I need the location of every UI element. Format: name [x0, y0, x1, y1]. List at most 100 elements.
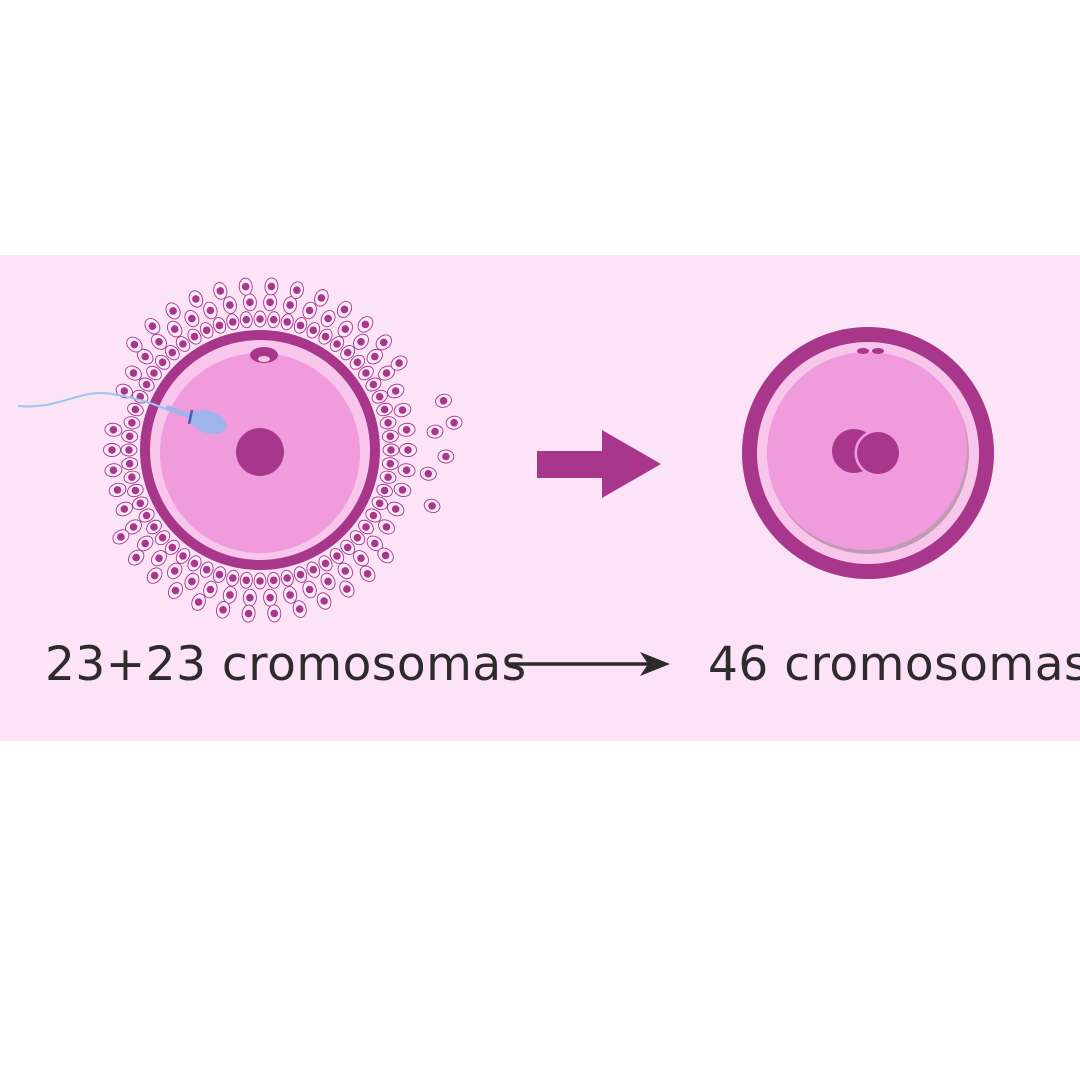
follicle-cell-nucleus — [398, 486, 407, 494]
follicle-cell-nucleus — [120, 505, 129, 513]
follicle-cell-nucleus — [120, 387, 129, 395]
follicle-cell-nucleus — [256, 315, 264, 323]
follicle-cell-nucleus — [341, 325, 350, 333]
follicle-cell-nucleus — [215, 321, 224, 330]
follicle-cell-nucleus — [171, 586, 180, 595]
follicle-cell-nucleus — [320, 597, 328, 605]
follicle-cell-nucleus — [424, 469, 433, 478]
follicle-cell-nucleus — [170, 325, 179, 333]
follicle-cell-nucleus — [369, 511, 378, 520]
follicle-cell-nucleus — [117, 533, 125, 541]
follicle-cell-nucleus — [155, 338, 163, 346]
follicle-cell-nucleus — [431, 427, 439, 436]
follicle-cell-nucleus — [188, 577, 196, 586]
zygote — [742, 327, 994, 579]
follicle-cell-nucleus — [267, 282, 276, 291]
follicle-cell-nucleus — [428, 502, 436, 510]
follicle-cell-nucleus — [382, 523, 391, 531]
follicle-cell-nucleus — [150, 571, 159, 580]
follicle-cell-nucleus — [215, 570, 224, 579]
follicle-cell-nucleus — [362, 523, 370, 531]
follicle-cell-nucleus — [309, 565, 318, 574]
follicle-cell-nucleus — [270, 609, 279, 618]
follicle-cell-nucleus — [269, 576, 278, 585]
follicle-cell-nucleus — [188, 314, 196, 323]
sperm-head — [189, 410, 227, 434]
follicle-cell-nucleus — [141, 352, 149, 361]
follicle-cell-nucleus — [242, 315, 251, 324]
oocyte — [103, 277, 463, 623]
follicle-cell-nucleus — [286, 301, 294, 309]
follicle-cell-nucleus — [386, 459, 395, 468]
follicle-cell-nucleus — [136, 499, 145, 508]
follicle-cell-nucleus — [387, 446, 395, 454]
follicle-cell-nucleus — [343, 543, 352, 552]
follicle-cell-nucleus — [266, 298, 274, 307]
follicle-cell-nucleus — [382, 369, 391, 377]
follicle-cell-nucleus — [216, 287, 225, 295]
follicle-cell-nucleus — [130, 340, 139, 349]
polar-body-1 — [857, 348, 869, 354]
follicle-cell-nucleus — [375, 499, 384, 508]
follicle-cell-nucleus — [295, 605, 304, 613]
follicle-cell-nucleus — [244, 609, 253, 618]
follicle-cell-nucleus — [380, 486, 389, 495]
follicle-cell-nucleus — [246, 593, 254, 602]
follicle-cell-nucleus — [113, 486, 122, 494]
follicle-cell-nucleus — [168, 543, 177, 552]
follicle-cell-nucleus — [170, 567, 179, 575]
follicle-cell-nucleus — [190, 332, 199, 341]
follicle-cell-nucleus — [341, 567, 350, 575]
follicle-cell-nucleus — [246, 298, 254, 307]
follicle-cell-nucleus — [391, 505, 400, 513]
follicle-cell-nucleus — [241, 282, 250, 291]
follicle-cell-nucleus — [128, 419, 136, 427]
follicle-cell-nucleus — [324, 314, 332, 323]
follicle-cell-nucleus — [361, 320, 370, 329]
follicle-cell-nucleus — [362, 369, 370, 377]
follicle-cell-nucleus — [192, 295, 200, 303]
follicle-cell-nucleus — [371, 352, 379, 361]
follicle-cell-nucleus — [169, 307, 177, 315]
follicle-cell-nucleus — [333, 552, 341, 560]
follicle-cell-nucleus — [340, 305, 349, 314]
follicle-cell-nucleus — [363, 570, 372, 578]
follicle-cell-nucleus — [179, 552, 187, 560]
follicle-cell-nucleus — [450, 418, 458, 427]
oocyte-nucleus — [236, 428, 284, 476]
before-chromosome-label: 23+23 cromosomas — [45, 637, 527, 692]
follicle-cell-nucleus — [194, 598, 203, 606]
follicle-cell-nucleus — [226, 301, 234, 309]
follicle-cell-nucleus — [179, 340, 187, 348]
follicle-cell-nucleus — [131, 405, 140, 414]
polar-body-2 — [872, 348, 884, 354]
follicle-cell-nucleus — [109, 466, 118, 475]
follicle-cell-nucleus — [357, 338, 365, 346]
follicle-cell-nucleus — [369, 380, 378, 389]
follicle-cell-nucleus — [321, 332, 330, 341]
follicle-cell-nucleus — [129, 369, 138, 377]
follicle-cell-nucleus — [136, 392, 145, 401]
follicle-cell-nucleus — [283, 574, 292, 582]
follicle-cell-nucleus — [333, 340, 341, 348]
follicle-cell-nucleus — [442, 452, 450, 461]
follicle-cell-nucleus — [125, 446, 133, 454]
follicle-cell-nucleus — [395, 359, 403, 367]
follicle-cell-nucleus — [296, 321, 305, 330]
follicle-cell-nucleus — [142, 511, 151, 520]
sperm-tail — [17, 392, 169, 411]
follicle-cell-nucleus — [125, 432, 134, 441]
follicle-cell-nucleus — [375, 392, 384, 401]
follicle-cell-nucleus — [229, 318, 237, 326]
follicle-cell-nucleus — [155, 554, 163, 562]
follicle-cell-nucleus — [317, 294, 326, 302]
follicle-cell-nucleus — [309, 326, 318, 335]
polar-body — [250, 347, 278, 363]
follicle-cell-nucleus — [402, 466, 411, 475]
follicle-cell-nucleus — [305, 306, 314, 315]
follicle-cell-nucleus — [269, 315, 278, 324]
follicle-cell-nucleus — [108, 446, 116, 454]
follicle-cell-nucleus — [384, 419, 392, 427]
